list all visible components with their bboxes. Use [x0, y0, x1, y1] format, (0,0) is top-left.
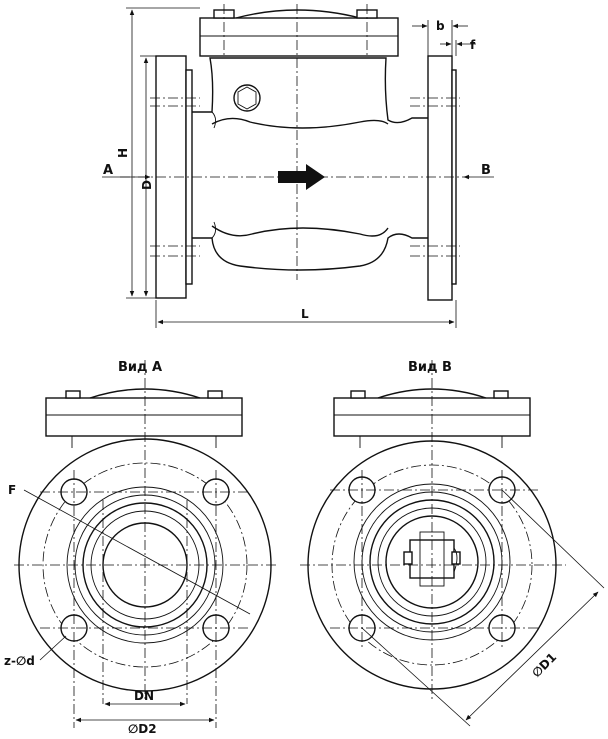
cover-plate [199, 17, 399, 57]
leader-f [23, 489, 251, 615]
view-b: Вид В [300, 360, 605, 727]
flow-arrow-icon [278, 164, 325, 190]
view-a-bolt-circle [42, 462, 248, 668]
dim-b-label: b [436, 19, 445, 33]
dim-f-label: f [470, 38, 476, 52]
arrow-a-label: A [103, 163, 113, 178]
view-a-cover [45, 397, 243, 437]
dim-d-label: D [140, 180, 154, 190]
dim-l-label: L [301, 307, 309, 321]
view-b-title: Вид В [408, 360, 452, 375]
dim-h-label: H [116, 148, 130, 158]
drain-plug [233, 84, 261, 112]
view-a-title: Вид А [118, 360, 162, 375]
view-a: Вид А F z-∅d [4, 360, 278, 736]
callout-f-label: F [8, 483, 16, 497]
side-view: A B H D L b f [102, 4, 494, 328]
right-flange [427, 55, 453, 301]
hex-icon [237, 86, 257, 110]
dim-d2-label: ∅D2 [128, 722, 157, 736]
bolt-holes-label: z-∅d [4, 654, 35, 668]
arrow-b-label: B [481, 163, 491, 178]
cover-dome [235, 9, 361, 19]
dim-d1-line [465, 591, 599, 721]
valve-body [187, 57, 431, 271]
dim-dn-label: DN [134, 689, 154, 703]
